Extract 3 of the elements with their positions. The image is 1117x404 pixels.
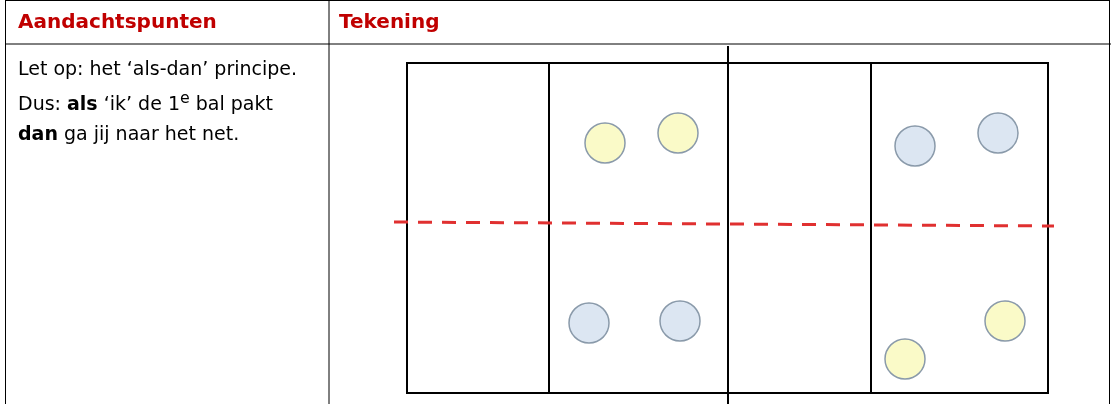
column-header: Tekening [339, 9, 440, 33]
column-header: Aandachtspunten [18, 9, 217, 33]
instruction-text: Let op: het ‘als-dan’ principe. Dus: als ‘ik’ de 1$^{e}$ bal pakt dan ga jij naar het net. [18, 56, 299, 147]
